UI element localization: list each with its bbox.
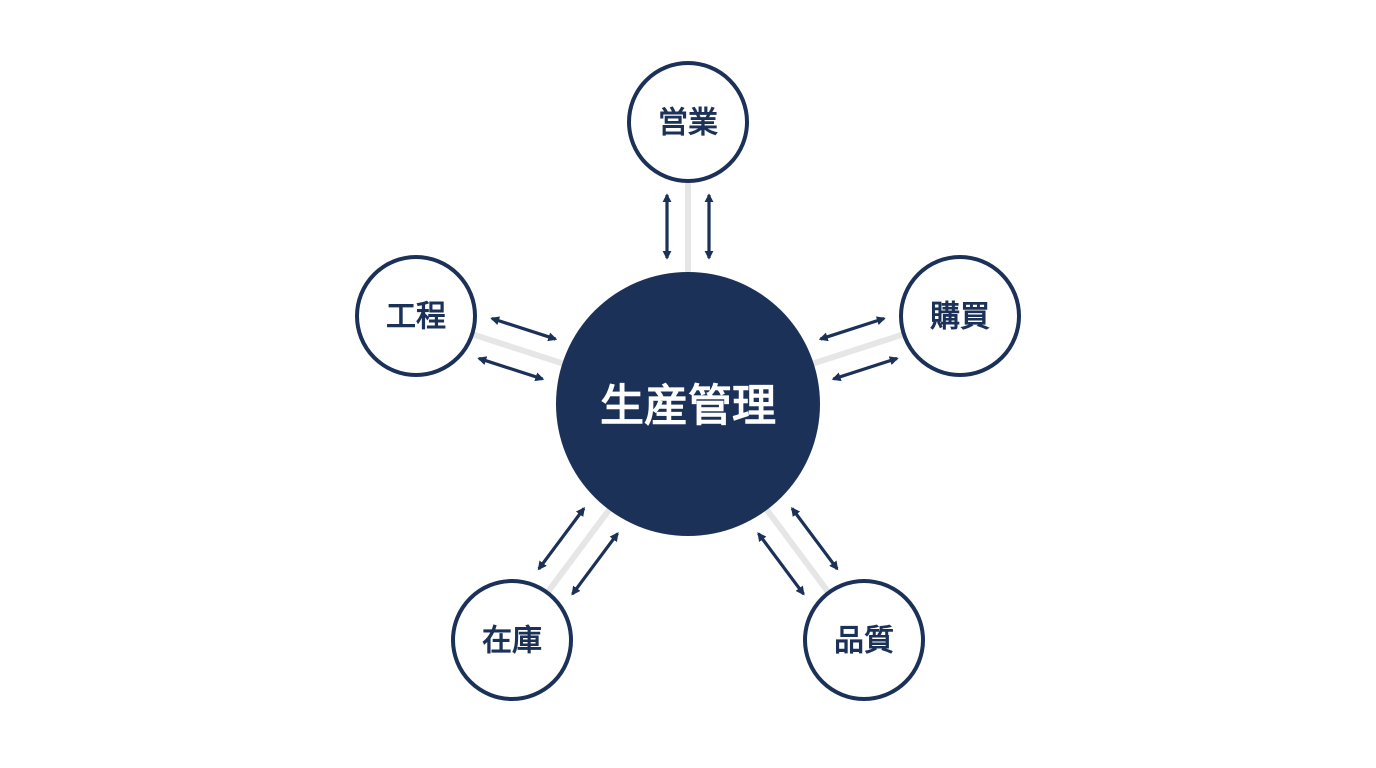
node-label-inventory: 在庫 bbox=[482, 624, 542, 659]
connector-process bbox=[467, 330, 570, 369]
arrows bbox=[477, 193, 899, 596]
connector-inventory bbox=[542, 503, 616, 598]
arrow-quality-1 bbox=[790, 507, 839, 571]
arrow-process-1 bbox=[477, 356, 545, 382]
arrow-quality-2 bbox=[757, 532, 805, 596]
node-label-process: 工程 bbox=[386, 300, 446, 335]
connector-quality bbox=[760, 503, 834, 598]
node-label-sales: 営業 bbox=[658, 106, 718, 141]
arrow-process-2 bbox=[490, 316, 558, 342]
arrow-inventory-2 bbox=[537, 507, 586, 571]
center-node: 生産管理 bbox=[556, 272, 820, 536]
node-label-purchasing: 購買 bbox=[930, 300, 990, 335]
node-label-quality: 品質 bbox=[834, 624, 894, 659]
node-circle-process bbox=[355, 255, 477, 377]
node-inventory: 在庫 bbox=[451, 579, 573, 701]
node-circle-purchasing bbox=[899, 255, 1021, 377]
arrow-purchasing-1 bbox=[818, 316, 886, 342]
node-sales: 営業 bbox=[627, 61, 749, 183]
node-quality: 品質 bbox=[803, 579, 925, 701]
center-label: 生産管理 bbox=[600, 381, 776, 432]
node-process: 工程 bbox=[355, 255, 477, 377]
arrow-inventory-1 bbox=[571, 532, 619, 596]
node-circle-inventory bbox=[451, 579, 573, 701]
connector-purchasing bbox=[806, 330, 909, 369]
center-circle bbox=[556, 272, 820, 536]
node-circle-sales bbox=[627, 61, 749, 183]
node-purchasing: 購買 bbox=[899, 255, 1021, 377]
arrow-purchasing-2 bbox=[831, 356, 899, 382]
node-circle-quality bbox=[803, 579, 925, 701]
